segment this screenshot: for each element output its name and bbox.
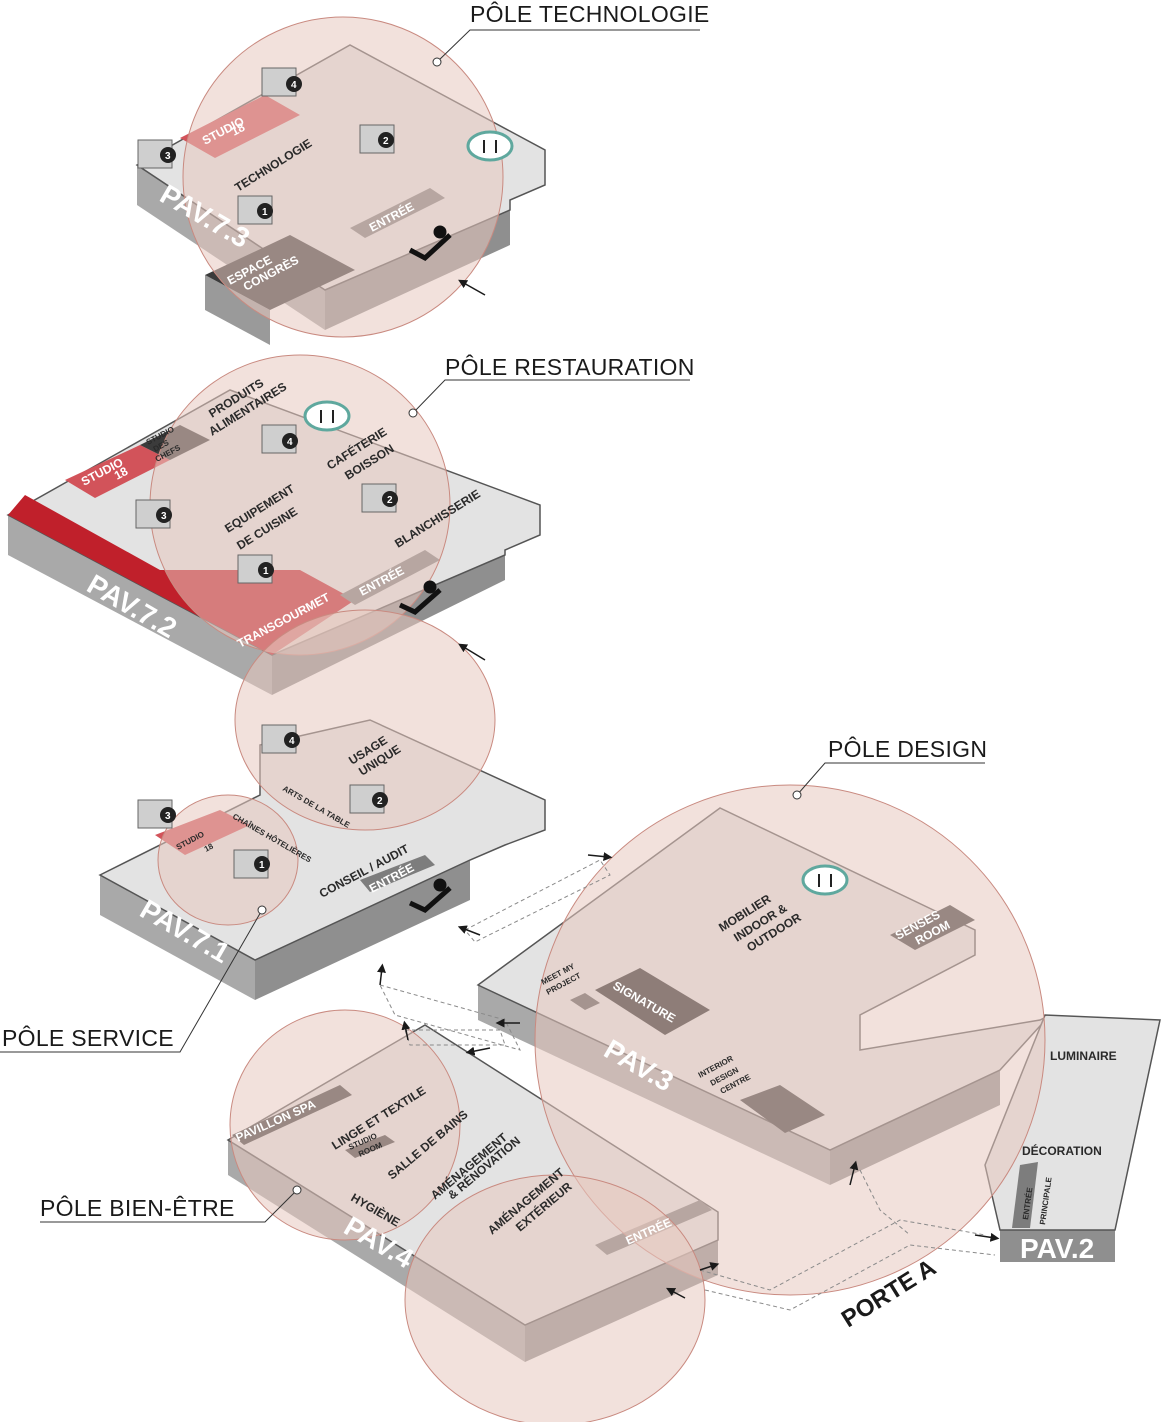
svg-text:2: 2 bbox=[377, 796, 383, 807]
staircase-icon: 4 bbox=[261, 67, 302, 97]
entrance-arrow-icon bbox=[457, 925, 481, 936]
entrance-arrow-icon bbox=[458, 279, 486, 296]
pole-restauration-lower-lobe bbox=[234, 609, 496, 831]
entrance-arrow-icon bbox=[377, 963, 386, 986]
pav71-wall-front bbox=[255, 860, 470, 1000]
pav2-label: PAV.2 bbox=[1020, 1233, 1094, 1264]
svg-text:4: 4 bbox=[291, 80, 297, 91]
entrance-arrow-icon bbox=[666, 1287, 686, 1299]
pav72-wall-left bbox=[8, 515, 272, 695]
staircase-icon: 1 bbox=[237, 554, 274, 584]
staircase-icon: 1 bbox=[237, 195, 273, 225]
pav2-decoration: DÉCORATION bbox=[1022, 1143, 1102, 1158]
pole-service-circle[interactable] bbox=[157, 794, 299, 926]
staircase-icon: 3 bbox=[137, 139, 176, 169]
fork-knife-icon bbox=[303, 400, 351, 432]
pole-bien-etre-lower-lobe bbox=[404, 1174, 706, 1422]
svg-text:4: 4 bbox=[287, 437, 293, 448]
escalator-icon bbox=[398, 580, 442, 615]
entrance-arrow-icon bbox=[699, 1262, 720, 1271]
pole-design-label: PÔLE DESIGN bbox=[828, 735, 987, 762]
entrance-arrow-icon bbox=[465, 1046, 491, 1056]
pole-bien-etre-label: PÔLE BIEN-ÊTRE bbox=[40, 1194, 235, 1221]
entrance-arrow-icon bbox=[849, 1160, 859, 1186]
pav72-studio-num: 18 bbox=[112, 464, 131, 483]
walkway-paths bbox=[379, 859, 996, 1311]
svg-text:1: 1 bbox=[263, 566, 269, 577]
entrance-arrow-icon bbox=[587, 852, 613, 862]
entrance-arrow-icon bbox=[401, 1020, 411, 1041]
pav2-entree-principale bbox=[1012, 1162, 1038, 1228]
pole-circles bbox=[149, 16, 1046, 1422]
staircase-icon: 2 bbox=[349, 784, 388, 814]
entrance-arrow-icon bbox=[974, 1232, 1000, 1242]
pav73-studio-num: 18 bbox=[229, 120, 248, 139]
entrance-arrow-icon bbox=[458, 643, 486, 661]
svg-text:4: 4 bbox=[289, 736, 295, 747]
entrance-arrows bbox=[377, 279, 1000, 1299]
staircase-icon: 2 bbox=[359, 124, 395, 154]
pole-bien-etre-circle[interactable] bbox=[229, 1009, 461, 1241]
staircase-icon: 2 bbox=[361, 483, 398, 513]
svg-text:2: 2 bbox=[383, 136, 389, 147]
svg-text:3: 3 bbox=[161, 511, 167, 522]
svg-text:3: 3 bbox=[165, 151, 171, 162]
staircase-icons: 4 3 2 1 4 3 2 1 4 3 2 1 bbox=[135, 67, 398, 879]
pole-service-label: PÔLE SERVICE bbox=[2, 1024, 174, 1051]
svg-text:3: 3 bbox=[165, 811, 171, 822]
pav2-wall bbox=[1000, 1230, 1115, 1262]
pole-leader-lines bbox=[0, 29, 985, 1223]
pav71-wall-left bbox=[100, 875, 255, 1000]
pole-technologie-circle[interactable] bbox=[182, 16, 504, 338]
pole-restauration-label: PÔLE RESTAURATION bbox=[445, 353, 695, 380]
escalator-icon bbox=[408, 878, 452, 913]
svg-text:1: 1 bbox=[259, 860, 265, 871]
pav71-entree-tag bbox=[360, 855, 435, 892]
staircase-icon: 1 bbox=[233, 849, 270, 879]
pole-design-circle[interactable] bbox=[534, 784, 1046, 1296]
staircase-icon: 3 bbox=[137, 799, 176, 829]
fork-knife-icon bbox=[801, 864, 849, 896]
escalator-icon bbox=[408, 225, 452, 262]
fork-knife-icon bbox=[466, 130, 514, 162]
pole-technologie-label: PÔLE TECHNOLOGIE bbox=[470, 0, 710, 27]
staircase-icon: 3 bbox=[135, 499, 172, 529]
svg-text:1: 1 bbox=[262, 207, 268, 218]
staircase-icon: 4 bbox=[261, 724, 300, 754]
svg-text:2: 2 bbox=[387, 495, 393, 506]
pav2-luminaire: LUMINAIRE bbox=[1050, 1049, 1117, 1063]
pav72-studio-18 bbox=[65, 445, 170, 498]
staircase-icon: 4 bbox=[261, 424, 298, 454]
pav73-congres-wall bbox=[205, 275, 270, 345]
